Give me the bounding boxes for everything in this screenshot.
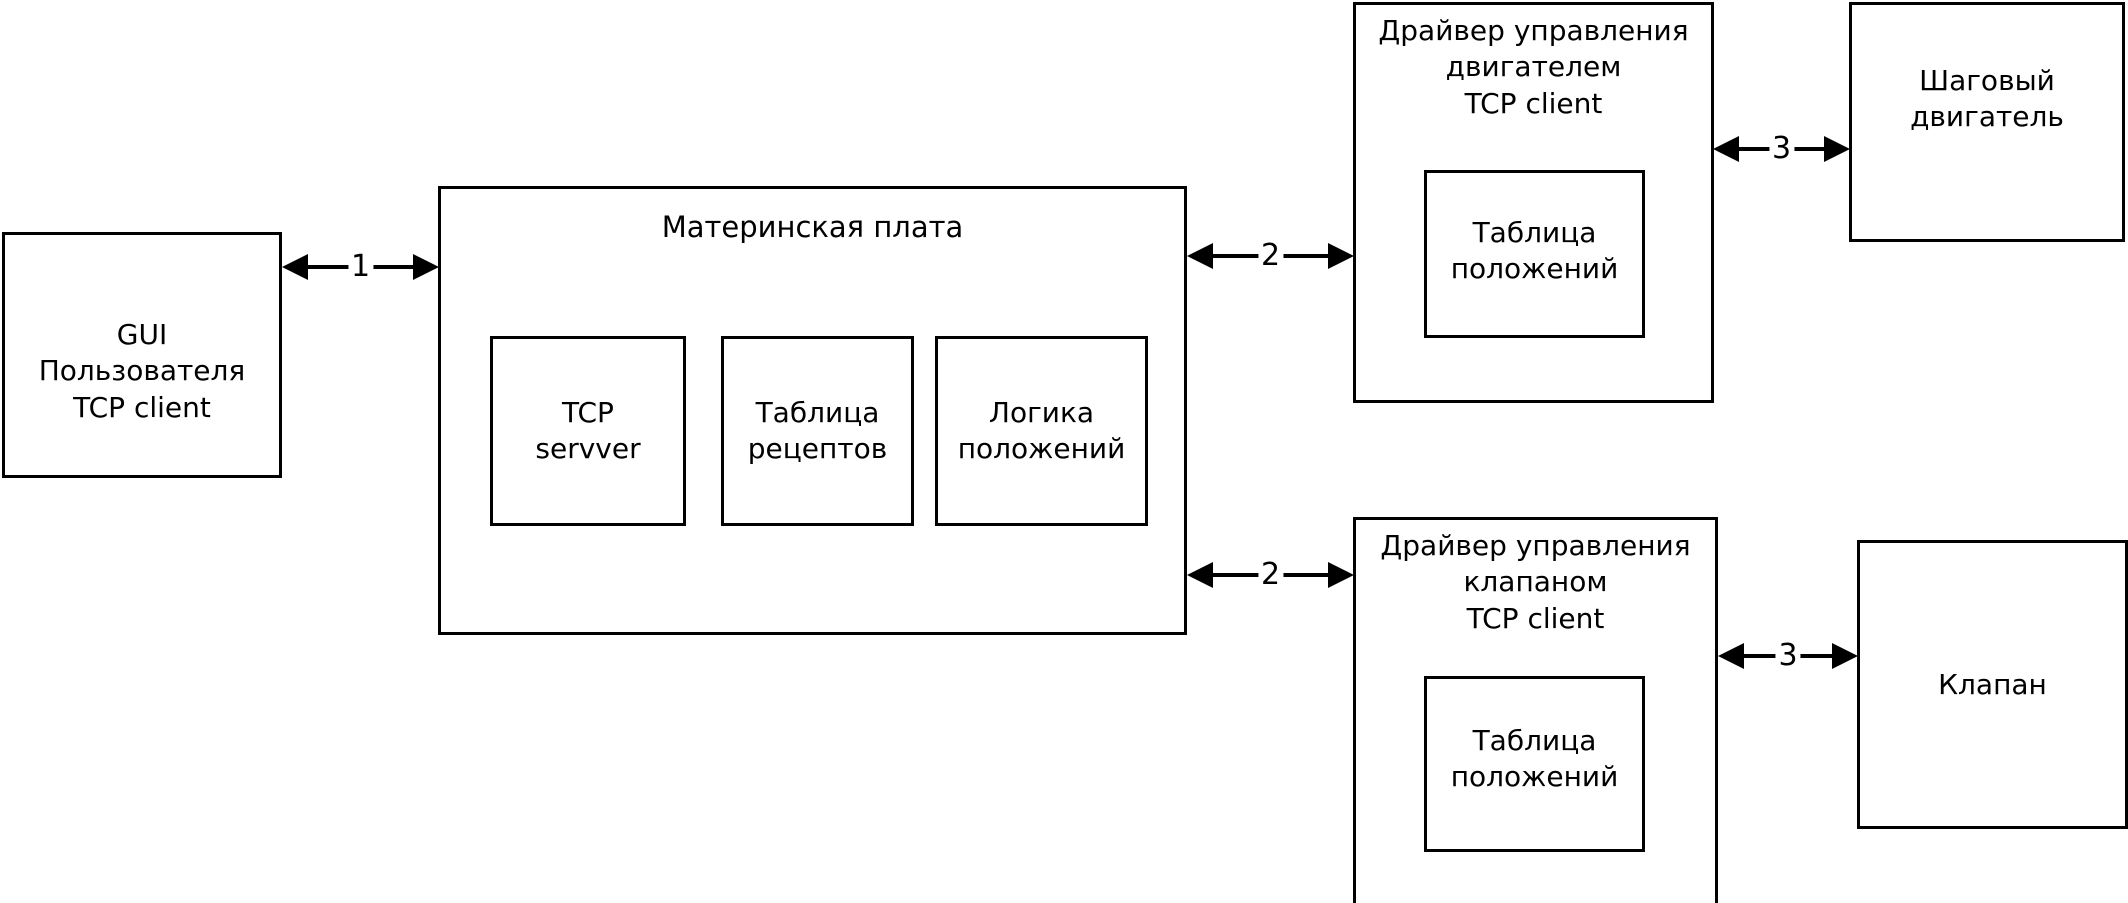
connector-label: 3: [1768, 134, 1795, 164]
arrowhead-right-icon: [413, 254, 439, 280]
arrowhead-right-icon: [1832, 643, 1858, 669]
arrowhead-right-icon: [1328, 243, 1354, 269]
arrowhead-left-icon: [1713, 136, 1739, 162]
arrowhead-left-icon: [1718, 643, 1744, 669]
connector-label: 3: [1775, 641, 1801, 671]
node-stepper-motor[interactable]: Шаговый двигатель: [1849, 2, 2125, 242]
node-valve-driver-label: Драйвер управления клапаном TCP client: [1380, 529, 1691, 635]
node-valve-label: Клапан: [1938, 668, 2047, 701]
node-motherboard-label: Материнская плата: [661, 210, 964, 244]
node-valve-position-table[interactable]: Таблица положений: [1424, 676, 1645, 852]
connector-label: 2: [1257, 560, 1284, 590]
arrowhead-left-icon: [1187, 562, 1213, 588]
node-recipe-table[interactable]: Таблица рецептов: [721, 336, 914, 526]
node-motor-position-table-label: Таблица положений: [1450, 216, 1619, 286]
connector-gui-motherboard[interactable]: 1: [282, 247, 439, 287]
connector-valve-driver-valve[interactable]: 3: [1718, 636, 1858, 676]
node-position-logic[interactable]: Логика положений: [935, 336, 1148, 526]
connector-motor-driver-stepper[interactable]: 3: [1713, 129, 1850, 169]
node-gui-label: GUI Пользователя TCP client: [38, 318, 246, 424]
node-recipe-table-label: Таблица рецептов: [747, 396, 888, 466]
arrowhead-left-icon: [1187, 243, 1213, 269]
arrowhead-left-icon: [282, 254, 308, 280]
node-motor-driver-label: Драйвер управления двигателем TCP client: [1378, 14, 1689, 120]
node-stepper-motor-label: Шаговый двигатель: [1910, 64, 2064, 134]
arrowhead-right-icon: [1824, 136, 1850, 162]
node-valve[interactable]: Клапан: [1857, 540, 2128, 829]
connector-motherboard-valve-driver[interactable]: 2: [1187, 555, 1354, 595]
connector-motherboard-motor-driver[interactable]: 2: [1187, 236, 1354, 276]
connector-label: 2: [1257, 241, 1284, 271]
node-tcp-server-label: TCP servver: [535, 396, 641, 466]
node-position-logic-label: Логика положений: [957, 396, 1126, 466]
node-gui[interactable]: GUI Пользователя TCP client: [2, 232, 282, 478]
node-tcp-server[interactable]: TCP servver: [490, 336, 686, 526]
arrowhead-right-icon: [1328, 562, 1354, 588]
node-motor-position-table[interactable]: Таблица положений: [1424, 170, 1645, 338]
node-valve-position-table-label: Таблица положений: [1450, 724, 1619, 794]
connector-label: 1: [347, 252, 374, 282]
